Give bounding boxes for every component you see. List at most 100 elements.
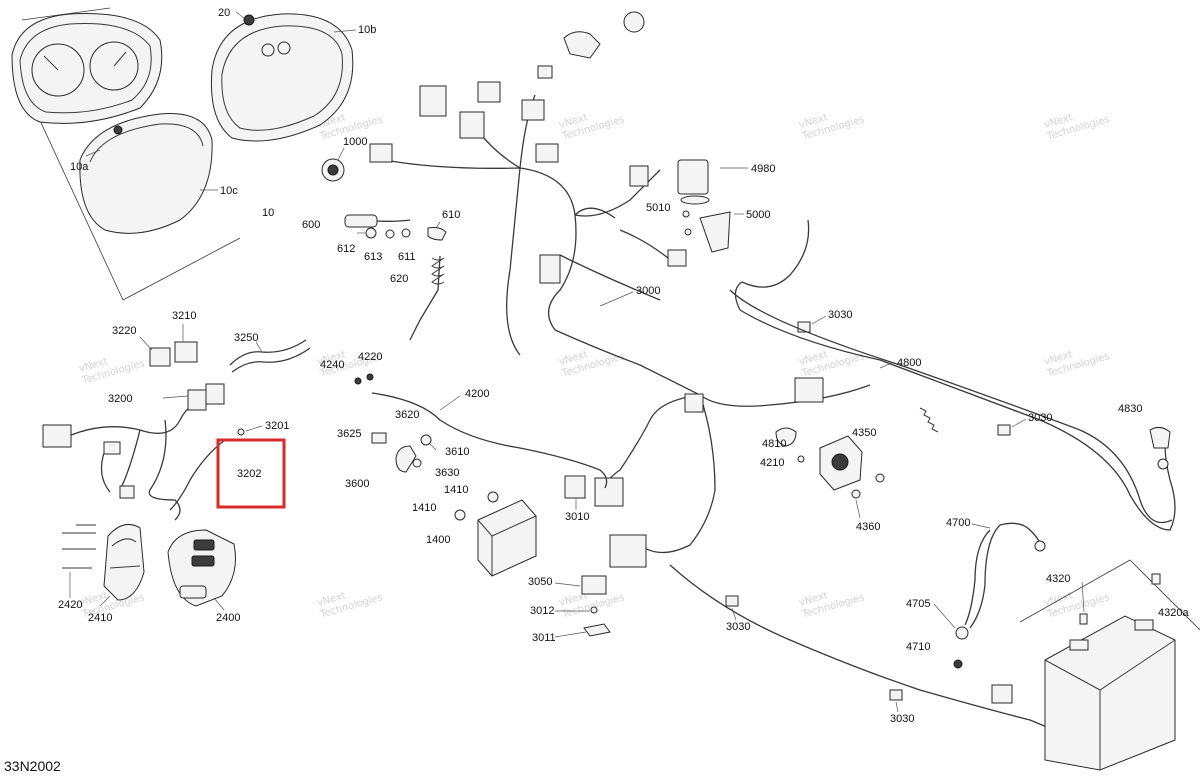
leader-line	[429, 443, 437, 451]
callout-label[interactable]: 4810	[762, 438, 786, 450]
callout-label[interactable]: 3030	[828, 309, 852, 321]
callout-label[interactable]: 3600	[345, 478, 369, 490]
callout-label[interactable]: 5000	[746, 209, 770, 221]
gauge-housing-inner	[19, 23, 152, 114]
callout-label[interactable]: 4710	[906, 641, 930, 653]
screw-3012	[590, 606, 598, 614]
callout-label[interactable]: 3030	[1028, 412, 1052, 424]
callout-label[interactable]: 5010	[646, 202, 670, 214]
socket-center	[327, 164, 339, 176]
part-1000-socket	[321, 147, 345, 182]
module-1400	[477, 499, 537, 577]
callout-label[interactable]: 4200	[465, 388, 489, 400]
fuse-wire	[376, 219, 411, 222]
callout-label[interactable]: 3011	[532, 632, 556, 644]
callout-label[interactable]: 4705	[906, 598, 930, 610]
callout-label[interactable]: 4350	[852, 427, 876, 439]
callout-label[interactable]: 611	[398, 251, 416, 263]
callout-label[interactable]: 3030	[726, 621, 750, 633]
callout-label[interactable]: 4240	[320, 359, 344, 371]
callout-label[interactable]: 10c	[220, 185, 238, 197]
callout-label[interactable]: 613	[364, 251, 382, 263]
callout-label[interactable]: 10	[262, 207, 274, 219]
cable-end-3600	[395, 445, 417, 473]
connector-3010	[564, 475, 586, 499]
callout-label[interactable]: 4320	[1046, 573, 1070, 585]
callout-label[interactable]: 3210	[172, 310, 196, 322]
harness-connector	[609, 534, 647, 568]
callout-label[interactable]: 610	[442, 209, 460, 221]
callout-label[interactable]: 3202	[237, 468, 261, 480]
callout-label[interactable]: 10b	[358, 24, 376, 36]
cable-spring	[431, 257, 445, 285]
callout-label[interactable]: 2400	[216, 612, 240, 624]
cable-4800-path	[734, 219, 1176, 531]
cluster-connector	[113, 125, 123, 135]
callout-labels: 20 10b 10a 10c 10 1000 600 612 613 611 6…	[58, 7, 1189, 725]
leader-line	[554, 582, 581, 587]
callout-label[interactable]: 1000	[343, 136, 367, 148]
part-3625	[371, 432, 387, 444]
callout-label[interactable]: 600	[302, 219, 320, 231]
callout-label[interactable]: 4980	[751, 163, 775, 175]
switch-trigger	[179, 585, 207, 599]
callout-label[interactable]: 3625	[337, 428, 361, 440]
callout-label[interactable]: 3012	[530, 605, 554, 617]
screw-4360	[851, 489, 861, 499]
callout-label[interactable]: 20	[218, 7, 230, 19]
callout-label[interactable]: 3630	[435, 467, 459, 479]
callout-label[interactable]: 1400	[426, 534, 450, 546]
harness-branch	[559, 254, 661, 301]
leader-line	[255, 341, 263, 353]
battery-frame-line	[1019, 559, 1200, 631]
callout-label[interactable]: 3620	[395, 409, 419, 421]
callout-label[interactable]: 3030	[890, 713, 914, 725]
callout-label[interactable]: 620	[390, 273, 408, 285]
callout-label[interactable]: 4700	[946, 517, 970, 529]
callout-label[interactable]: 4360	[856, 521, 880, 533]
screw-5010	[684, 228, 692, 236]
callout-label[interactable]: 3250	[234, 332, 258, 344]
leader-line	[731, 607, 737, 621]
bezel-hole	[277, 41, 291, 55]
switch-housing-2410	[103, 523, 145, 601]
callout-label[interactable]: 4800	[897, 357, 921, 369]
callout-label[interactable]: 3200	[108, 393, 132, 405]
callout-label[interactable]: 1410	[412, 502, 436, 514]
leader-line	[1081, 581, 1085, 613]
switch-housing-detail	[109, 538, 141, 569]
callout-label[interactable]: 10a	[70, 161, 89, 173]
callout-label[interactable]: 3220	[112, 325, 136, 337]
callout-label[interactable]: 1410	[444, 484, 468, 496]
bracket-3011	[583, 623, 611, 637]
harness-branch	[639, 394, 716, 554]
callout-label[interactable]: 3000	[636, 285, 660, 297]
cluster-bezel-inner	[221, 25, 343, 131]
harness-connector	[539, 254, 561, 284]
callout-label[interactable]: 3201	[265, 420, 289, 432]
ignition-cap	[623, 11, 645, 33]
terminal-610	[427, 227, 447, 241]
switch-group	[62, 523, 236, 611]
screw-4320a	[1079, 613, 1088, 625]
callout-label[interactable]: 612	[337, 243, 355, 255]
callout-label[interactable]: 4830	[1118, 403, 1142, 415]
screw-20	[243, 14, 255, 26]
callout-label[interactable]: 3050	[528, 576, 552, 588]
callout-label[interactable]: 2420	[58, 599, 82, 611]
callout-label[interactable]: 3610	[445, 446, 469, 458]
harness-connector	[684, 393, 704, 413]
callout-label[interactable]: 4220	[358, 351, 382, 363]
callout-label[interactable]: 3010	[565, 511, 589, 523]
callout-label[interactable]: 4320a	[1158, 607, 1189, 619]
leader-line	[599, 291, 634, 307]
harness-branch	[619, 229, 669, 259]
screw-4360	[875, 473, 885, 483]
cable-4800-corrugated	[919, 407, 939, 433]
highlight-box-3202[interactable]	[216, 438, 286, 509]
callout-label[interactable]: 4210	[760, 457, 784, 469]
relay-4980	[677, 159, 709, 195]
callout-label[interactable]: 2410	[88, 612, 112, 624]
